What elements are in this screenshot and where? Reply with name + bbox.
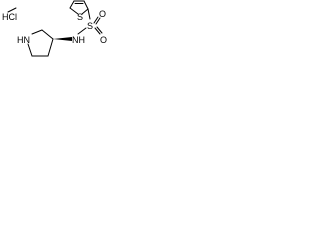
thiophene-bond-s-c5 <box>69 7 79 15</box>
sulfonyl-oxygen-top-bond <box>93 16 99 24</box>
sulfonyl-oxygen-top-bond-second <box>95 17 101 25</box>
thiophene-bond-c2-s <box>81 8 89 15</box>
amide-nh-label: NH <box>72 35 85 45</box>
thiophene-sulfur-label: S <box>77 12 83 22</box>
pyrrolidine-nh-label: HN <box>17 35 30 45</box>
sulfonyl-oxygen-bottom-bond <box>94 27 101 35</box>
bond-thiophene-sulfonyl <box>87 8 91 20</box>
thiophene-bond-c3-c2 <box>83 0 89 10</box>
pyrrolidine-bond-c3-c2 <box>41 29 54 40</box>
chemical-structure: HCl S S O O NH HN <box>0 0 111 85</box>
pyrrolidine-bond-c2-n <box>31 29 43 35</box>
pyrrolidine-bond-c4-c3 <box>47 38 54 57</box>
sulfonyl-nh-bond <box>77 27 87 35</box>
sulfonyl-oxygen-bottom-label: O <box>100 35 107 45</box>
pyrrolidine-bond-n-c5 <box>27 43 33 57</box>
stereo-wedge-bond <box>53 37 72 41</box>
sulfonyl-oxygen-top-label: O <box>99 9 106 19</box>
hcl-label: HCl <box>2 12 17 22</box>
structure-drawing: HCl S S O O NH HN <box>2 0 107 57</box>
sulfonyl-sulfur-label: S <box>87 21 93 31</box>
hcl-bond <box>7 7 17 13</box>
thiophene-bond-c5-c4 <box>69 0 75 9</box>
sulfonyl-oxygen-bottom-bond-second <box>96 26 103 34</box>
